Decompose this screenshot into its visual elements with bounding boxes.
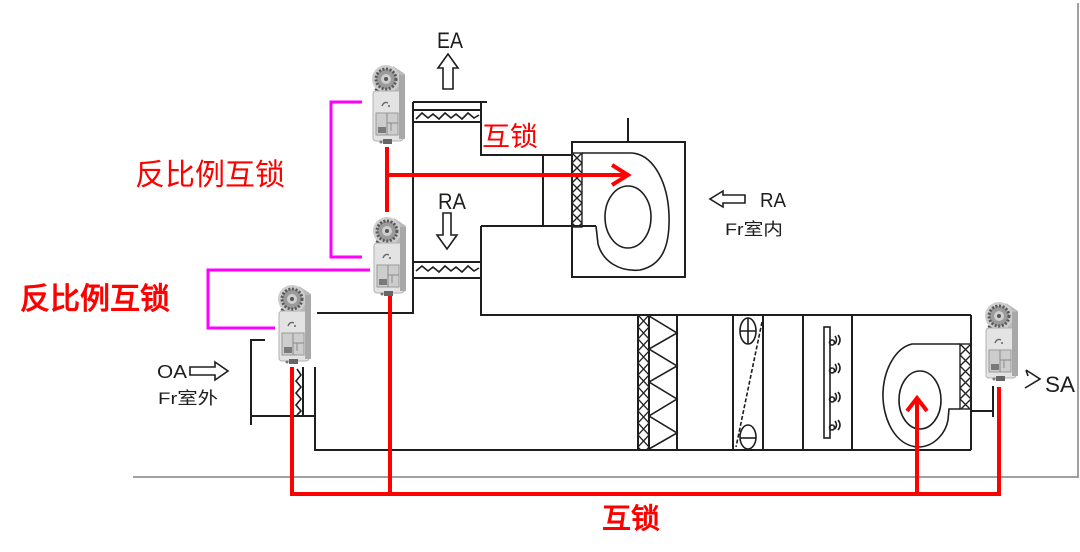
outdoor-air-intake bbox=[250, 339, 971, 451]
ahu-sections bbox=[637, 315, 994, 450]
return-fan-impeller bbox=[604, 185, 652, 249]
return-air-branch-label: RA bbox=[438, 189, 466, 214]
return-air-damper-actuator-icon bbox=[371, 215, 408, 298]
inverse-interlock-line-ra-oa bbox=[206, 268, 370, 330]
supply-air-damper-actuator-icon bbox=[983, 300, 1020, 383]
supply-air-arrow-icon bbox=[1024, 369, 1042, 389]
inverse-interlock-annotation-upper: 反比例互锁 bbox=[135, 158, 285, 193]
return-air-damper-frame bbox=[413, 261, 481, 279]
spray-nozzle bbox=[828, 334, 841, 346]
mixing-box-left-wall bbox=[317, 102, 414, 314]
spray-nozzle bbox=[828, 419, 841, 431]
supply-fan-impeller bbox=[898, 370, 942, 430]
return-air-damper-blades bbox=[415, 264, 480, 274]
exhaust-air-duct bbox=[413, 101, 572, 156]
exhaust-air-arrow-icon bbox=[436, 52, 460, 90]
coil-icon bbox=[735, 317, 763, 450]
return-fan-icon bbox=[571, 118, 686, 278]
outdoor-air-arrow-icon bbox=[189, 360, 230, 382]
return-air-source-label: Fr室内 bbox=[725, 220, 783, 239]
interlock-line-oa-sa bbox=[290, 367, 1001, 496]
inverse-interlock-annotation-lower: 反比例互锁 bbox=[20, 282, 170, 317]
humidifier-manifold bbox=[823, 326, 831, 439]
return-air-branch-arrow-icon bbox=[435, 212, 459, 251]
humidifier-icon bbox=[823, 326, 841, 439]
spray-nozzle bbox=[828, 391, 841, 403]
interlock-arrowhead-supply-fan-icon bbox=[905, 394, 929, 413]
outdoor-air-source-label: Fr室外 bbox=[158, 389, 218, 408]
exhaust-air-label: EA bbox=[437, 28, 463, 53]
inverse-interlock-line-ea-ra bbox=[329, 100, 362, 259]
mixing-box bbox=[317, 102, 971, 316]
exhaust-air-damper-actuator-icon bbox=[370, 63, 407, 146]
interlock-arrowhead-return-fan-icon bbox=[610, 163, 632, 187]
interlock-line-exhaust-return-fan bbox=[385, 147, 624, 212]
coil-header-bottom bbox=[739, 424, 757, 450]
coil-header-top-cross bbox=[740, 318, 756, 344]
coil-diagonal bbox=[735, 321, 763, 448]
return-air-inlet-arrow-icon bbox=[708, 189, 746, 209]
ahu-casing-bottom bbox=[314, 367, 971, 451]
pre-filter-icon bbox=[638, 315, 649, 450]
return-fan-filter bbox=[571, 152, 583, 228]
spray-nozzle bbox=[828, 362, 841, 374]
outdoor-air-damper-actuator-icon bbox=[276, 283, 313, 366]
outdoor-air-louver-frame bbox=[250, 339, 315, 425]
outdoor-air-label: OA bbox=[157, 362, 187, 382]
interlock-annotation-bottom: 互锁 bbox=[602, 502, 660, 535]
bag-filter-icon bbox=[647, 315, 679, 450]
supply-fan-filter bbox=[959, 343, 972, 410]
supply-air-outlet bbox=[971, 386, 994, 417]
supply-fan-icon bbox=[882, 343, 972, 448]
supply-fan-scroll bbox=[882, 343, 960, 448]
supply-air-label: SA bbox=[1045, 372, 1075, 397]
exhaust-duct-right-wall bbox=[480, 102, 572, 156]
outdoor-air-damper-blades bbox=[294, 368, 303, 416]
return-fan-scroll bbox=[582, 152, 670, 271]
return-air-inlet-label: RA bbox=[760, 190, 787, 212]
exhaust-air-damper-blades bbox=[415, 111, 480, 121]
ahu-casing-top bbox=[480, 226, 971, 316]
interlock-annotation-top: 互锁 bbox=[482, 122, 538, 153]
frame-border bbox=[133, 3, 1079, 478]
exhaust-air-damper-frame bbox=[413, 109, 481, 123]
